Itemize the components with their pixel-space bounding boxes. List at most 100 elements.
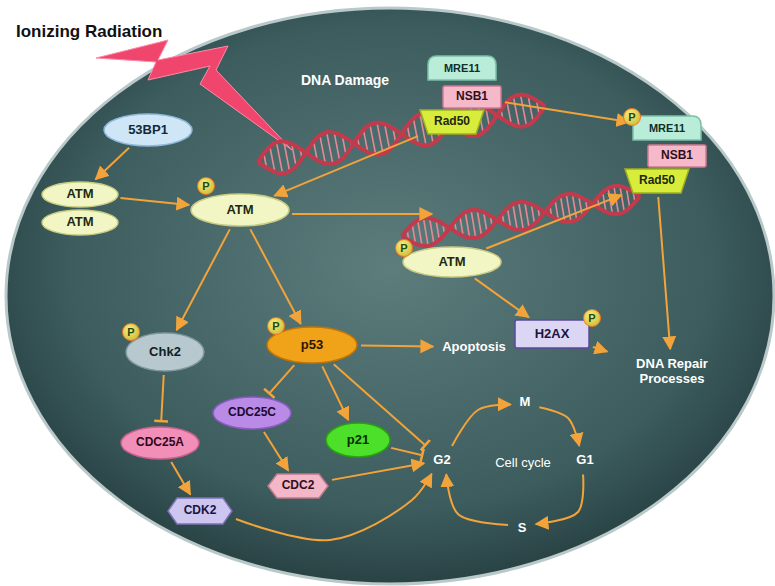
node-outline: [213, 397, 291, 429]
base-pair: [620, 186, 624, 212]
protein-node: CDC25A: [120, 426, 200, 460]
activation-connector: [486, 195, 621, 248]
protein-node: MRE11: [632, 115, 702, 141]
node-outline: [42, 182, 118, 207]
node-text: G1: [576, 453, 593, 468]
cell-outline: [6, 8, 774, 584]
base-pair: [377, 123, 383, 154]
dna-strand: [258, 104, 545, 164]
base-pair: [513, 204, 517, 230]
base-pair: [465, 212, 469, 238]
damage-label: DNA Damage: [301, 72, 389, 88]
protein-node: MRE11: [427, 55, 497, 81]
base-pair: [513, 97, 519, 127]
base-pair: [320, 135, 325, 163]
activation-connector: [332, 463, 424, 480]
node-text: CDC25C: [228, 406, 276, 420]
node-outline: [515, 320, 589, 348]
base-pair: [430, 218, 434, 244]
node-text: MRE11: [649, 122, 685, 135]
inhibition-connector: [161, 375, 164, 421]
node-outline: [443, 86, 501, 108]
phospho-badge: P: [623, 108, 641, 126]
radiation-bolt: [96, 40, 292, 150]
protein-node: CDK2: [167, 497, 233, 525]
node-outline: [191, 194, 289, 226]
node-text: Apoptosis: [442, 340, 506, 355]
node-text: ATM: [66, 187, 93, 202]
base-pair: [284, 141, 290, 171]
node-text: CDK2: [184, 504, 217, 518]
protein-node: NSB1: [442, 85, 502, 109]
activation-connector: [120, 198, 189, 205]
base-pair: [471, 210, 476, 238]
title: Ionizing Radiation: [16, 22, 162, 42]
phospho-badge: P: [395, 239, 413, 257]
activation-connector: [171, 462, 190, 494]
activation-arrow: [292, 213, 432, 215]
node-text: Chk2: [149, 345, 181, 360]
dna-helix: [258, 95, 545, 174]
inhibition-connector: [269, 365, 294, 393]
inhibition-connector: [391, 448, 422, 455]
activation-connector: [539, 407, 579, 445]
phospho-badge: P: [583, 309, 601, 327]
activation-connector: [361, 345, 433, 348]
base-pair: [572, 194, 576, 220]
base-pair: [519, 202, 524, 230]
node-outline: [42, 210, 118, 235]
base-pair: [566, 194, 571, 222]
protein-node: Rad50: [419, 109, 485, 135]
node-text: DNA Repair Processes: [616, 357, 728, 387]
activation-connector: [96, 148, 129, 179]
node-outline: [168, 498, 232, 524]
node-text: CDC25A: [136, 436, 184, 450]
activation-connector: [274, 136, 417, 196]
dna-helix: [402, 186, 640, 246]
protein-node: NSB1: [647, 144, 707, 168]
activation-connector: [475, 278, 529, 317]
protein-node: ATM: [402, 246, 502, 278]
protein-node: ATM: [190, 193, 290, 227]
phospho-badge: P: [267, 317, 285, 335]
protein-node: ATM: [41, 181, 119, 208]
node-text: CDC2: [282, 479, 315, 493]
base-pair: [614, 186, 619, 214]
node-text: p21: [347, 433, 369, 448]
node-outline: [326, 423, 390, 457]
process-label: M: [514, 391, 537, 414]
node-outline: [420, 110, 484, 134]
node-text: G2: [433, 453, 450, 468]
base-pair: [370, 125, 376, 155]
activation-connector: [264, 432, 288, 471]
protein-node: ATM: [41, 209, 119, 236]
base-pair: [276, 142, 282, 173]
activation-connector: [658, 197, 670, 349]
protein-node: H2AX: [514, 319, 590, 349]
node-text: S: [518, 521, 527, 536]
node-text: Rad50: [639, 174, 675, 188]
protein-node: CDC25C: [212, 396, 292, 430]
node-outline: [126, 333, 204, 371]
node-text: 53BP1: [128, 123, 168, 138]
node-outline: [403, 247, 501, 277]
process-label: DNA Repair Processes: [610, 352, 734, 392]
node-text: ATM: [226, 203, 253, 218]
node-text: ATM: [438, 255, 465, 270]
dna-strand: [258, 95, 545, 174]
node-outline: [268, 474, 328, 498]
activation-connector: [536, 474, 583, 524]
activation-connector: [452, 404, 511, 446]
base-pair: [327, 132, 333, 163]
protein-node: p21: [325, 422, 391, 458]
process-label: S: [511, 517, 533, 540]
activation-connector: [177, 229, 230, 330]
process-label: G2: [427, 449, 457, 472]
base-pair: [418, 220, 422, 246]
activation-connector: [593, 347, 607, 352]
node-text: NSB1: [456, 90, 488, 104]
node-text: ATM: [66, 215, 93, 230]
protein-node: CDC2: [267, 473, 329, 499]
